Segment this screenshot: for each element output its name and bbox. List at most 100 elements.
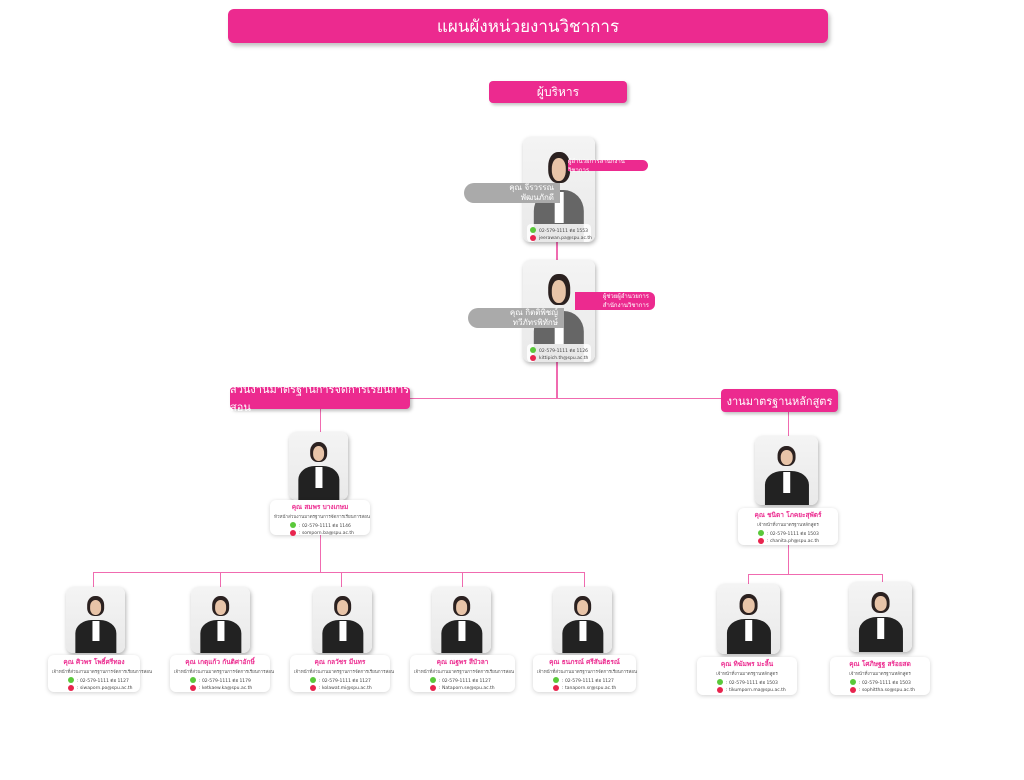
email-icon <box>717 687 723 693</box>
connector-line <box>93 572 585 573</box>
email-icon <box>430 685 436 691</box>
section-label: งานมาตรฐานหลักสูตร <box>721 389 838 412</box>
staff-photo <box>432 587 491 653</box>
connector-line <box>220 572 221 587</box>
email-icon <box>290 530 296 536</box>
staff-phone: : 02-579-1111 ต่อ 1503 <box>726 680 778 686</box>
staff-phone: : 02-579-1111 ต่อ 1127 <box>319 678 371 684</box>
phone-icon <box>290 522 296 528</box>
staff-position: เจ้าหน้าที่งานมาตรฐานหลักสูตร <box>757 523 819 528</box>
staff-card: คุณ ชนิตา โภคยะสุพัตร์ เจ้าหน้าที่งานมาต… <box>738 508 838 545</box>
staff-position: เจ้าหน้าที่งานมาตรฐานหลักสูตร <box>716 672 778 677</box>
executive-role: ผู้อำนวยการสำนักงานวิชาการ <box>568 158 648 174</box>
staff-photo <box>66 587 125 653</box>
phone-icon <box>530 347 536 353</box>
phone-icon <box>310 677 316 683</box>
staff-card: คุณ ณฐพร สีบัวลา เจ้าหน้าที่ส่วนงานมาตรฐ… <box>410 655 515 692</box>
executive-label: ผู้บริหาร <box>489 81 627 103</box>
email-icon <box>758 538 764 544</box>
staff-phone: : 02-579-1111 ต่อ 1127 <box>439 678 491 684</box>
staff-card: คุณ ศิวพร โพธิ์ศรีทอง เจ้าหน้าที่ส่วนงาน… <box>48 655 153 692</box>
phone-icon <box>68 677 74 683</box>
email-icon <box>190 685 196 691</box>
staff-name: คุณ ณฐพร สีบัวลา <box>436 658 489 666</box>
staff-phone: : 02-579-1111 ต่อ 1503 <box>859 680 911 686</box>
staff-name: คุณ ธนภรณ์ ศรีสันติธรณ์ <box>549 658 620 666</box>
staff-email[interactable]: : ketkaew.ka@spu.ac.th <box>199 685 253 691</box>
staff-position: เจ้าหน้าที่ส่วนงานมาตรฐานการจัดการเรียนก… <box>537 670 638 675</box>
staff-photo <box>289 432 348 500</box>
staff-email[interactable]: : kolawat.mi@spu.ac.th <box>319 685 372 691</box>
connector-line <box>584 572 585 587</box>
staff-name: คุณ ทิฆัมพร มะลิ้น <box>720 660 774 668</box>
staff-card: คุณ ธนภรณ์ ศรีสันติธรณ์ เจ้าหน้าที่ส่วนง… <box>533 655 638 692</box>
staff-email[interactable]: : tikumporn.ma@spu.ac.th <box>726 687 786 693</box>
page-title: แผนผังหน่วยงานวิชาการ <box>228 9 828 43</box>
connector-line <box>320 409 321 432</box>
connector-line <box>748 574 749 584</box>
email-icon <box>530 355 536 361</box>
connector-line <box>788 412 789 436</box>
staff-card: คุณ เกตุแก้ว กันติศาอักษิ์ เจ้าหน้าที่ส่… <box>170 655 275 692</box>
staff-photo <box>849 582 912 652</box>
email-icon <box>553 685 559 691</box>
executive-name: คุณ กิตติพิชญ์ทวีภัทรพิทักษ์ <box>468 308 564 328</box>
staff-phone: : 02-579-1111 ต่อ 1503 <box>767 531 819 537</box>
phone-icon <box>530 227 536 233</box>
staff-card: คุณ ทิฆัมพร มะลิ้น เจ้าหน้าที่งานมาตรฐาน… <box>697 657 797 695</box>
phone-icon <box>850 679 856 685</box>
connector-line <box>882 574 883 584</box>
staff-email[interactable]: : somporn.ba@spu.ac.th <box>299 530 354 536</box>
executive-contact: 02-579-1111 ต่อ 1126 kittipich.th@spu.ac… <box>527 344 591 362</box>
staff-name: คุณ โศภิษฐฐ สร้อยสด <box>849 660 911 668</box>
staff-card: คุณ กลวัชร มีนทร เจ้าหน้าที่ส่วนงานมาตรฐ… <box>290 655 395 692</box>
connector-line <box>556 242 558 260</box>
staff-card: คุณ สมพร บางเกษม หัวหน้าส่วนงานมาตรฐานกา… <box>270 500 370 536</box>
staff-position: เจ้าหน้าที่งานมาตรฐานหลักสูตร <box>849 672 911 677</box>
staff-email[interactable]: : siwaporn.po@spu.ac.th <box>77 685 133 691</box>
staff-position: หัวหน้าส่วนงานมาตรฐานการจัดการเรียนการสอ… <box>274 515 370 520</box>
staff-phone: : 02-579-1111 ต่อ 1146 <box>299 523 351 529</box>
staff-email[interactable]: : sophittha.so@spu.ac.th <box>859 687 915 693</box>
staff-photo <box>191 587 250 653</box>
connector-line <box>556 362 558 399</box>
connector-line <box>320 398 790 399</box>
phone-icon <box>430 677 436 683</box>
phone-icon <box>553 677 559 683</box>
staff-position: เจ้าหน้าที่ส่วนงานมาตรฐานการจัดการเรียนก… <box>52 670 153 675</box>
executive-contact: 02-579-1111 ต่อ 1553 jeerawan.pa@spu.ac.… <box>527 224 592 242</box>
phone-icon <box>717 679 723 685</box>
connector-line <box>462 572 463 587</box>
connector-line <box>748 574 883 575</box>
connector-line <box>320 535 321 572</box>
staff-name: คุณ สมพร บางเกษม <box>291 503 349 511</box>
staff-card: คุณ โศภิษฐฐ สร้อยสด เจ้าหน้าที่งานมาตรฐา… <box>830 657 930 695</box>
section-label: ส่วนงานมาตรฐานการจัดการเรียนการสอน <box>230 383 410 414</box>
staff-name: คุณ ศิวพร โพธิ์ศรีทอง <box>63 658 125 666</box>
staff-email[interactable]: : Nataporn.se@spu.ac.th <box>439 685 495 691</box>
staff-position: เจ้าหน้าที่ส่วนงานมาตรฐานการจัดการเรียนก… <box>174 670 275 675</box>
email-icon <box>530 235 536 241</box>
phone-icon <box>190 677 196 683</box>
email-icon <box>850 687 856 693</box>
staff-position: เจ้าหน้าที่ส่วนงานมาตรฐานการจัดการเรียนก… <box>414 670 515 675</box>
staff-name: คุณ กลวัชร มีนทร <box>314 658 366 666</box>
staff-name: คุณ ชนิตา โภคยะสุพัตร์ <box>754 511 822 519</box>
staff-photo <box>755 436 818 505</box>
staff-phone: : 02-579-1111 ต่อ 1127 <box>77 678 129 684</box>
staff-photo <box>313 587 372 653</box>
phone-icon <box>758 530 764 536</box>
staff-phone: : 02-579-1111 ต่อ 1179 <box>199 678 251 684</box>
executive-role: ผู้ช่วยผู้อำนวยการสำนักงานวิชาการ <box>575 292 655 310</box>
connector-line <box>93 572 94 587</box>
executive-name: คุณ จีรวรรณพัฒนภักดี <box>464 183 560 203</box>
staff-photo <box>553 587 612 653</box>
connector-line <box>341 572 342 587</box>
email-icon <box>68 685 74 691</box>
staff-position: เจ้าหน้าที่ส่วนงานมาตรฐานการจัดการเรียนก… <box>294 670 395 675</box>
staff-name: คุณ เกตุแก้ว กันติศาอักษิ์ <box>185 658 255 666</box>
email-icon <box>310 685 316 691</box>
staff-phone: : 02-579-1111 ต่อ 1127 <box>562 678 614 684</box>
staff-email[interactable]: : tanaporn.sr@spu.ac.th <box>562 685 617 691</box>
staff-email[interactable]: : chanita.ph@spu.ac.th <box>767 538 820 544</box>
